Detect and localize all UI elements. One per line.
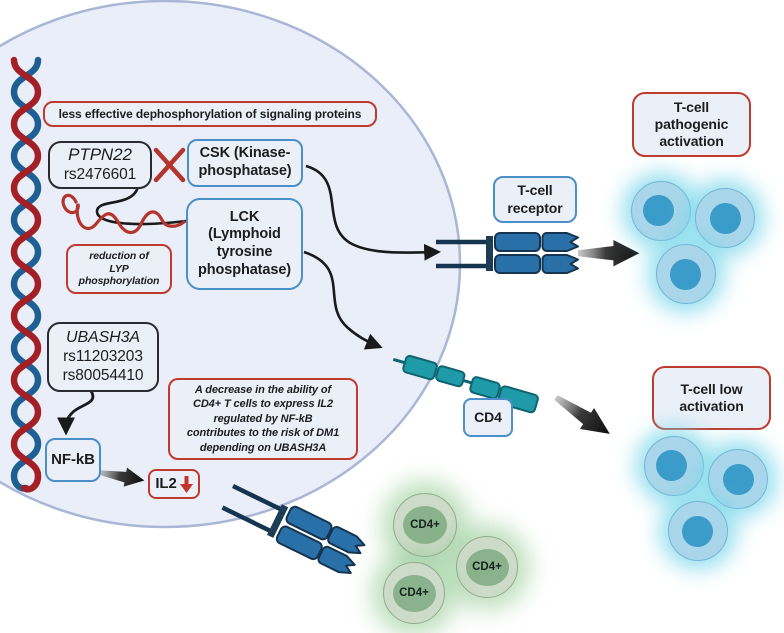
il2-box: IL2 [148,469,200,499]
t-cell-nucleus [682,516,713,547]
cd4-label-box: CD4 [463,398,513,437]
decrease-note: A decrease in the ability of CD4+ T cell… [168,378,358,460]
cd4-cell-label: CD4+ [399,587,429,599]
t-cell-receptor-graphic [436,232,579,274]
reduction-note: reduction of LYP phosphorylation [66,244,172,294]
cd4-cell: CD4+ [393,493,457,557]
t-cell-nucleus [670,259,701,290]
ubash3a-snp1-label: rs11203203 [63,347,143,365]
csk-to-tcr-arrow [305,164,442,261]
lyp-protein-wave-icon [61,193,186,235]
cd4-coreceptor-graphic [392,354,539,414]
tcr-activation-arrow [578,240,640,267]
tcr-label-box: T-cell receptor [493,176,577,223]
cd4-cell-nucleus: CD4+ [392,574,436,612]
t-cell [644,436,704,496]
lck-to-cd4-arrow [303,250,383,350]
cd4-cell-label: CD4+ [472,561,502,573]
cd4-cell-nucleus: CD4+ [465,548,509,586]
decrease-arrow-icon [179,475,193,493]
ptpn22-box: PTPN22 rs2476601 [48,141,152,189]
t-cell [656,244,716,304]
t-cell-nucleus [710,203,741,234]
ubash3a-gene-label: UBASH3A [66,329,140,347]
t-cell [668,501,728,561]
cd4-cell-nucleus: CD4+ [403,506,447,544]
t-cell-nucleus [723,464,754,495]
dna-helix-icon [10,56,42,493]
ptpn22-gene-label: PTPN22 [68,145,132,165]
t-cell-receptor-bottom-graphic [221,483,366,574]
ubash3a-to-nfkb-arrow [56,390,95,436]
cd4-cell: CD4+ [456,536,518,598]
lck-box: LCK (Lymphoid tyrosine phosphatase) [186,198,303,290]
cd4-low-activation-arrow [548,387,617,445]
cd4-cell-label: CD4+ [410,519,440,531]
inhibition-x-icon [153,147,186,183]
t-cell-nucleus [643,195,674,226]
banner-note: less effective dephosphorylation of sign… [43,101,377,127]
pathogenic-activation-box: T-cell pathogenic activation [632,92,751,157]
low-activation-box: T-cell low activation [652,366,771,430]
t-cell [695,188,755,248]
t-cell [631,181,691,241]
csk-box: CSK (Kinase- phosphatase) [187,139,303,187]
ptpn22-snp-label: rs2476601 [63,165,137,183]
t-cell-nucleus [656,450,687,481]
ubash3a-snp2-label: rs80054410 [62,366,144,384]
nfkb-box: NF-kB [45,438,101,482]
t-cell [708,449,768,509]
ptpn22-lck-connector [95,185,188,226]
cd4-cell: CD4+ [383,562,445,624]
ubash3a-box: UBASH3A rs11203203 rs80054410 [47,322,159,392]
il2-label: IL2 [155,474,177,492]
